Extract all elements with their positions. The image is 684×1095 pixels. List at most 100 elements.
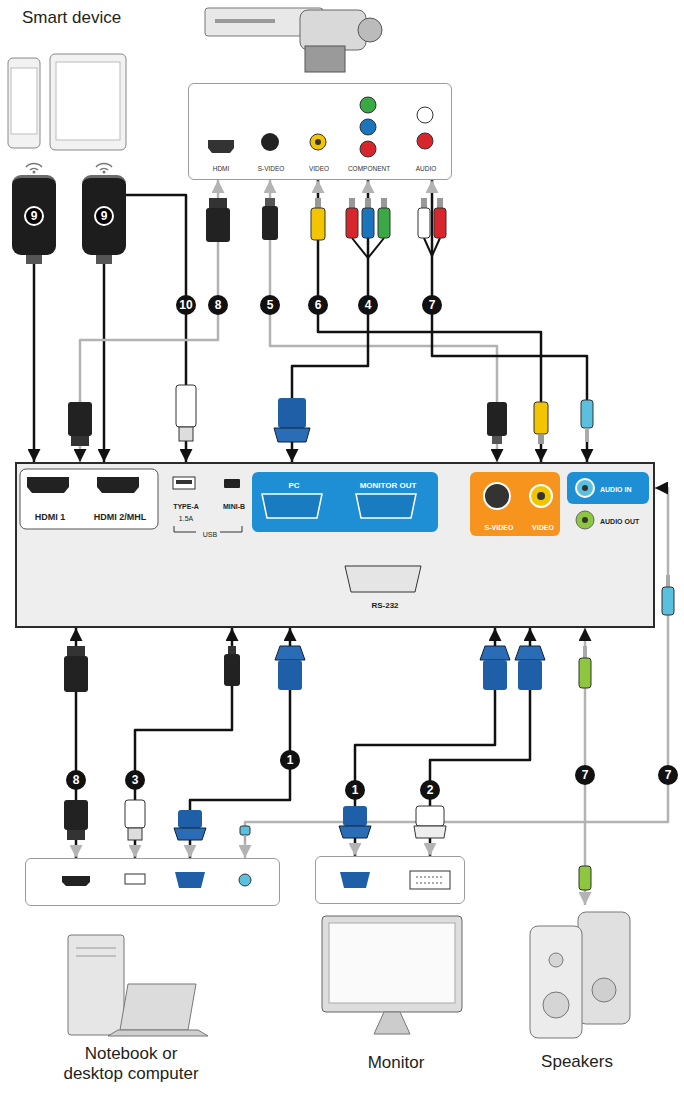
port-label: AUDIO IN (600, 486, 632, 494)
vga-plug (274, 428, 310, 442)
tablet (50, 54, 126, 150)
device-caption: Notebook or desktop computer (56, 1044, 206, 1085)
callout-number: 3 (125, 770, 145, 790)
phone-screen (11, 68, 37, 134)
rca-plug (365, 198, 371, 208)
device-group: Smart device (8, 6, 138, 156)
port-label: USB (203, 531, 217, 539)
cable-split (352, 238, 384, 258)
hdmi-plug (68, 402, 92, 436)
port-label: AUDIO (416, 165, 437, 173)
port-label: AUDIO OUT (600, 518, 639, 526)
hdmi-port (27, 477, 69, 493)
hdmi-port (97, 477, 139, 493)
wifi-icon (103, 171, 106, 174)
component-jack (360, 97, 376, 113)
speakers: Speakers (520, 905, 635, 1075)
port-label: S-VIDEO (258, 165, 285, 173)
cable (135, 628, 232, 858)
port-label: HDMI (213, 165, 230, 173)
vga-plug (278, 398, 306, 428)
device-caption: Speakers (541, 1052, 613, 1072)
s-video-plug (265, 198, 275, 206)
cable (318, 180, 541, 462)
vga-plug (178, 810, 202, 828)
port-label: VIDEO (309, 165, 329, 173)
speaker (530, 926, 582, 1038)
monitor-screen (329, 923, 455, 1003)
rca-plug (311, 208, 325, 240)
port-label: VIDEO (532, 524, 554, 532)
vga-group (252, 472, 438, 532)
vga-plug (483, 660, 507, 690)
usb-plug (179, 427, 193, 441)
drive-bays (76, 948, 116, 956)
phone (8, 58, 40, 148)
port-label: 1.5A (179, 515, 193, 523)
projector-fill (15, 462, 655, 628)
callout-number: 1 (345, 780, 365, 800)
rca-plug (315, 198, 321, 208)
vga-port (356, 494, 416, 518)
rca-plug (434, 208, 446, 238)
monitor-stand (374, 1012, 410, 1034)
callout-number: 7 (575, 765, 595, 785)
component-jack (360, 141, 376, 157)
rca-plug (346, 208, 358, 238)
vga-plug (278, 660, 302, 690)
port-label: S-VIDEO (485, 524, 514, 532)
usb-mini-port (224, 479, 240, 488)
wireless-dongle: 9 (82, 175, 126, 255)
usb-plug (128, 828, 142, 840)
cable (355, 628, 495, 856)
cable (33, 255, 36, 462)
jack-hole (537, 492, 545, 500)
callout-number: 8 (208, 295, 228, 315)
rca-plug (437, 198, 443, 208)
callout-number: 1 (280, 750, 300, 770)
wireless-dongle: 9 (12, 175, 56, 255)
port-label: HDMI 1 (35, 512, 66, 523)
monitor-panel: Monitor (315, 856, 465, 904)
usb-a-port (173, 477, 195, 489)
cable-split (424, 238, 440, 256)
audio-plug (585, 428, 589, 442)
rca-plug (381, 198, 387, 208)
component-jack (360, 119, 376, 135)
usb-a-port (176, 480, 192, 484)
dvi-plug (414, 826, 446, 838)
video-jack (310, 134, 326, 150)
video-group (470, 472, 560, 536)
speaker-cone (543, 992, 569, 1018)
vga-plug (480, 646, 510, 660)
cable (190, 628, 290, 858)
jack-hole (582, 485, 588, 491)
hdmi-plug (64, 800, 88, 830)
audio-plug (579, 658, 591, 688)
rca-plug (349, 198, 355, 208)
callout-number: 6 (308, 295, 328, 315)
vga-port (175, 872, 205, 888)
callout-number: 10 (176, 295, 196, 315)
dvi-port (410, 871, 450, 889)
vga-port (262, 494, 322, 518)
callout-number: 2 (420, 780, 440, 800)
cable (103, 255, 106, 462)
usb-a-port (125, 874, 145, 884)
wifi-icon (96, 164, 112, 170)
vga-plug (339, 826, 371, 838)
video-jack (530, 485, 552, 507)
port-label: HDMI 2/MHL (94, 512, 147, 523)
vga-plug (275, 646, 305, 660)
cable (270, 180, 497, 462)
usb-plug (224, 654, 240, 686)
wifi-icon (26, 164, 42, 170)
hdmi-tip (26, 255, 42, 264)
vga-plug (343, 806, 367, 826)
projector-panel: HDMI 1HDMI 2/MHLTYPE-A1.5AMINI-BUSBPCMON… (15, 462, 655, 628)
rca-plug (538, 434, 544, 444)
tablet-screen (56, 62, 120, 140)
callout-number: 9 (94, 206, 114, 226)
